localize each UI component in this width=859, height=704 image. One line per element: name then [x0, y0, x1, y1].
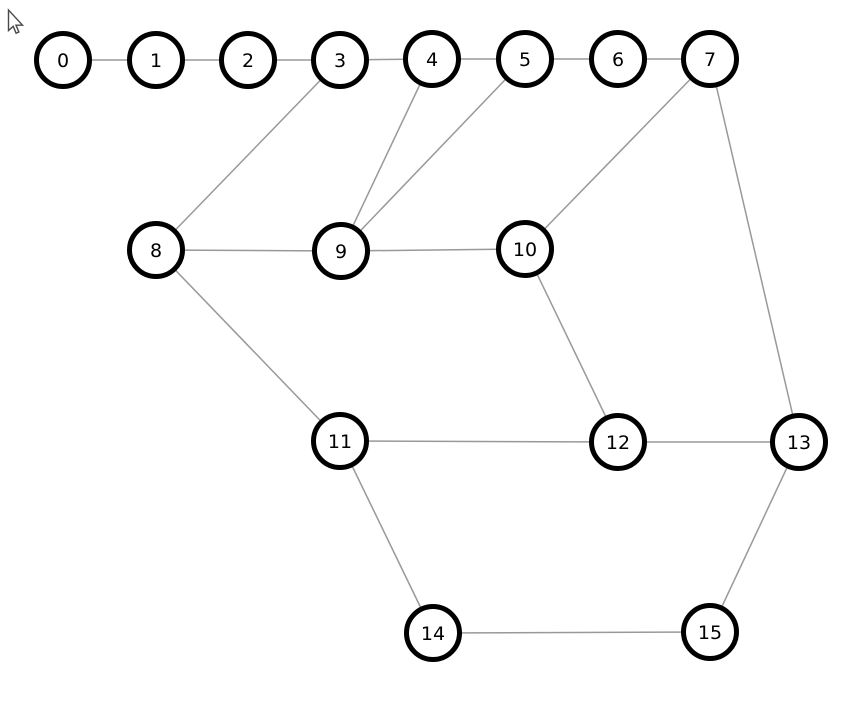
node-circle-1[interactable]: [127, 31, 185, 89]
node-14[interactable]: 14: [404, 604, 462, 662]
edge-14-15: [432, 631, 711, 634]
node-circle-0[interactable]: [34, 31, 92, 89]
node-0[interactable]: 0: [34, 31, 92, 89]
node-5[interactable]: 5: [496, 30, 554, 88]
node-circle-8[interactable]: [127, 221, 185, 279]
node-6[interactable]: 6: [589, 30, 647, 88]
node-12[interactable]: 12: [589, 413, 647, 471]
node-label-5: 5: [519, 49, 531, 71]
edge-8-9: [155, 249, 342, 252]
node-circle-12[interactable]: [589, 413, 647, 471]
node-15[interactable]: 15: [681, 603, 739, 661]
node-label-10: 10: [513, 239, 537, 261]
node-label-14: 14: [421, 623, 445, 645]
node-8[interactable]: 8: [127, 221, 185, 279]
node-7[interactable]: 7: [681, 30, 739, 88]
node-label-0: 0: [57, 50, 69, 72]
node-9[interactable]: 9: [312, 222, 370, 280]
node-3[interactable]: 3: [311, 31, 369, 89]
edge-10-12: [524, 248, 619, 443]
node-label-3: 3: [334, 50, 346, 72]
mouse-cursor: [7, 8, 25, 35]
edge-3-8: [155, 59, 341, 251]
node-circle-11[interactable]: [311, 412, 369, 470]
node-2[interactable]: 2: [219, 31, 277, 89]
node-circle-14[interactable]: [404, 604, 462, 662]
node-circle-2[interactable]: [219, 31, 277, 89]
node-label-11: 11: [328, 431, 352, 453]
node-label-9: 9: [335, 241, 347, 263]
node-circle-4[interactable]: [403, 30, 461, 88]
node-label-12: 12: [606, 432, 630, 454]
node-13[interactable]: 13: [770, 413, 828, 471]
node-label-2: 2: [242, 50, 254, 72]
edge-7-13: [709, 58, 800, 443]
node-10[interactable]: 10: [496, 220, 554, 278]
edge-13-15: [709, 441, 800, 633]
node-circle-3[interactable]: [311, 31, 369, 89]
node-circle-7[interactable]: [681, 30, 739, 88]
edge-11-14: [339, 440, 434, 634]
node-label-4: 4: [426, 49, 438, 71]
node-circle-13[interactable]: [770, 413, 828, 471]
node-11[interactable]: 11: [311, 412, 369, 470]
node-label-15: 15: [698, 622, 722, 644]
edge-7-10: [524, 58, 711, 250]
node-circle-6[interactable]: [589, 30, 647, 88]
node-1[interactable]: 1: [127, 31, 185, 89]
node-circle-9[interactable]: [312, 222, 370, 280]
edge-9-10: [340, 248, 526, 252]
edge-4-9: [340, 58, 433, 252]
node-label-7: 7: [704, 49, 716, 71]
edges-layer: [63, 58, 800, 634]
node-label-6: 6: [612, 49, 624, 71]
node-circle-10[interactable]: [496, 220, 554, 278]
node-4[interactable]: 4: [403, 30, 461, 88]
node-label-1: 1: [150, 50, 162, 72]
node-label-8: 8: [150, 240, 162, 262]
edge-11-12: [339, 440, 619, 443]
edge-8-11: [155, 249, 341, 442]
node-circle-15[interactable]: [681, 603, 739, 661]
node-circle-5[interactable]: [496, 30, 554, 88]
edge-5-9: [340, 58, 526, 252]
node-label-13: 13: [787, 432, 811, 454]
